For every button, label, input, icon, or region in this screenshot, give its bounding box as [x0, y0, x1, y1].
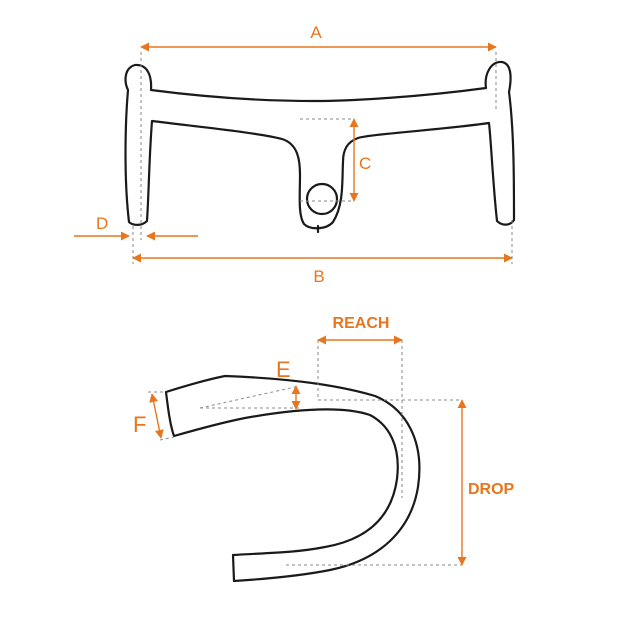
guide-f-bottom: [159, 436, 175, 441]
label-c: C: [359, 154, 371, 173]
dimension-f-line: [149, 393, 164, 439]
front-bar-outline: [124, 60, 516, 230]
side-view: REACH DROP E F: [133, 315, 515, 583]
label-a: A: [310, 23, 322, 42]
label-reach: REACH: [333, 315, 390, 332]
label-e: E: [276, 357, 291, 382]
label-f: F: [133, 412, 146, 437]
label-b: B: [313, 267, 324, 286]
guide-e-slope: [199, 386, 296, 409]
front-view: A B C D: [74, 23, 516, 286]
side-bar-outline: [164, 374, 421, 583]
stem-clamp-hole: [305, 182, 339, 216]
label-d: D: [96, 214, 108, 233]
label-drop: DROP: [468, 481, 515, 498]
